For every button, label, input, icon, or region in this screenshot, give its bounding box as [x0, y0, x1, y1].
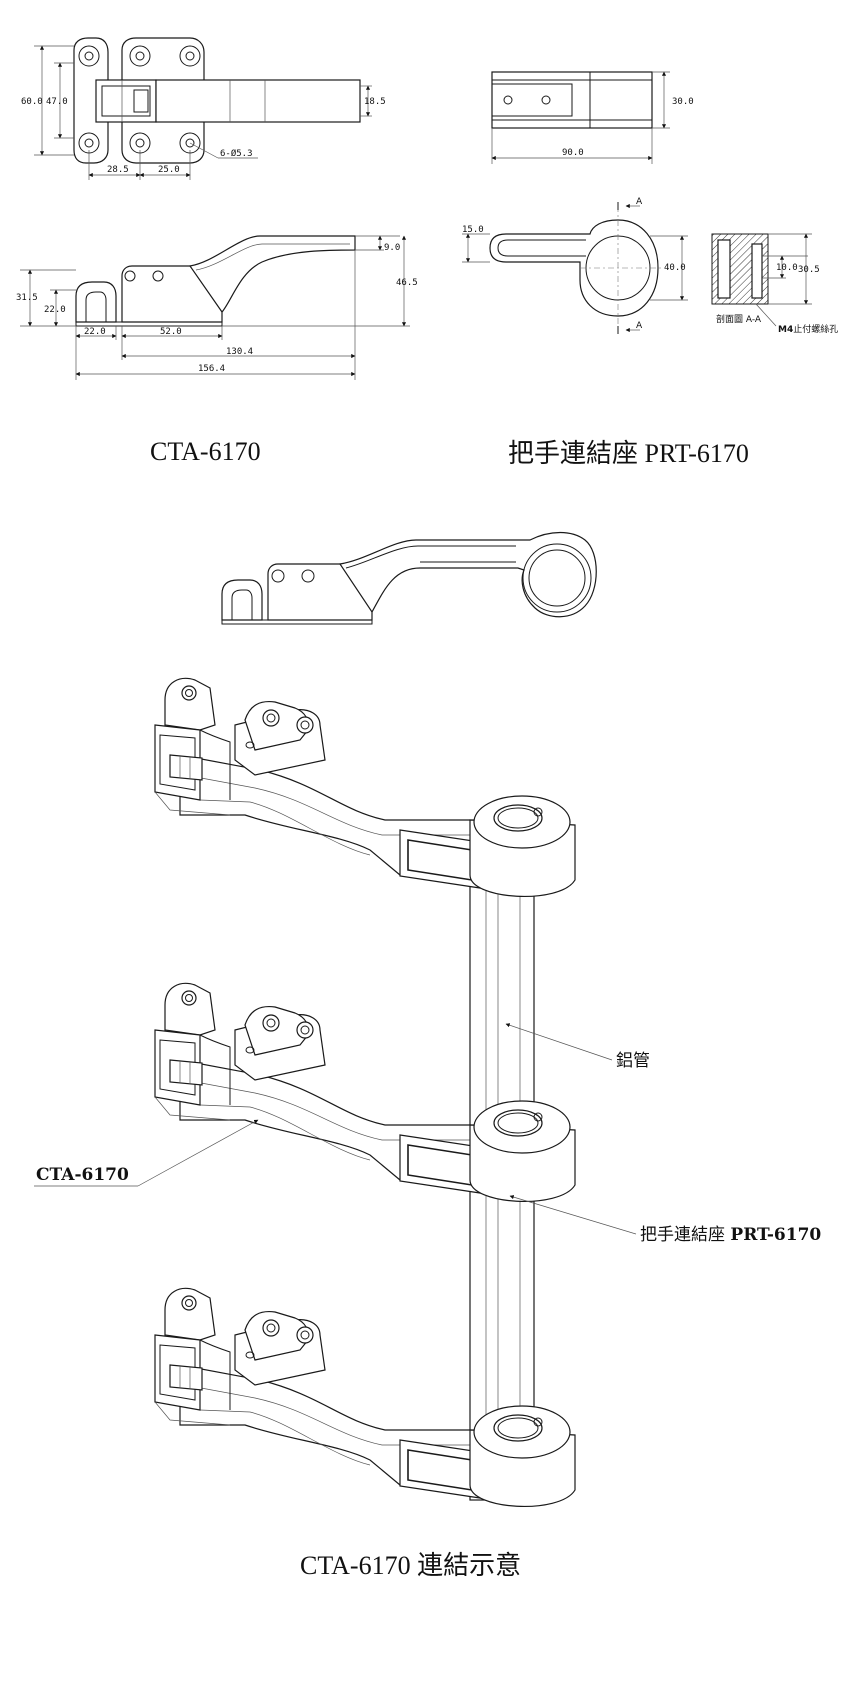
section-note-text: 止付螺絲孔: [793, 323, 838, 335]
callout-tube: 鋁管: [616, 1051, 650, 1071]
dim-47: 47.0: [46, 97, 68, 107]
caption-assembly: CTA-6170 連結示意: [300, 1551, 521, 1580]
dim-90: 90.0: [562, 148, 584, 158]
dim-30: 30.0: [672, 97, 694, 107]
dim-60: 60.0: [21, 97, 43, 107]
dim-22-w: 22.0: [84, 327, 106, 337]
section-note: M4止付螺絲孔: [778, 323, 838, 335]
dim-130-4: 130.4: [226, 347, 253, 357]
dim-31-5: 31.5: [16, 293, 38, 303]
section-a-top: A: [636, 197, 643, 207]
assembly-unit-top: [154, 677, 576, 898]
combined-side-view: [221, 531, 597, 625]
cta-side-view: 31.5 22.0 22.0 52.0 130.4 156.4 9.0 46.5: [16, 235, 418, 380]
dim-28-5: 28.5: [107, 165, 129, 175]
caption-prt: 把手連結座 PRT-6170: [508, 439, 749, 468]
dim-46-5: 46.5: [396, 278, 418, 288]
assembly-view: [34, 677, 637, 1508]
dim-40: 40.0: [664, 263, 686, 273]
dim-18-5: 18.5: [364, 97, 386, 107]
dim-52: 52.0: [160, 327, 182, 337]
dim-156-4: 156.4: [198, 364, 225, 374]
callout-prt: 把手連結座 PRT-6170: [640, 1225, 821, 1245]
cta-front-view: 60.0 47.0 18.5 28.5 25.0 6-Ø5.3: [21, 37, 386, 180]
section-a-bottom: A: [636, 321, 643, 331]
callout-cta: CTA-6170: [36, 1165, 129, 1185]
dim-22: 22.0: [44, 305, 66, 315]
callout-prt-bold: PRT-6170: [730, 1225, 821, 1245]
section-note-bold: M4: [778, 325, 793, 335]
caption-cta: CTA-6170: [150, 437, 261, 466]
dim-30-5: 30.5: [798, 265, 820, 275]
dim-9: 9.0: [384, 243, 400, 253]
prt-section-aa: 10.0 30.5 剖面圖 A-A M4止付螺絲孔: [711, 233, 838, 335]
prt-side-view: A A 15.0 40.0: [462, 197, 688, 334]
dim-10: 10.0: [776, 263, 798, 273]
dim-15: 15.0: [462, 225, 484, 235]
dim-25: 25.0: [158, 165, 180, 175]
prt-top-view: 30.0 90.0: [491, 71, 694, 164]
callout-prt-prefix: 把手連結座: [640, 1225, 730, 1245]
section-label: 剖面圖 A-A: [716, 313, 762, 325]
dim-holes: 6-Ø5.3: [220, 148, 253, 159]
